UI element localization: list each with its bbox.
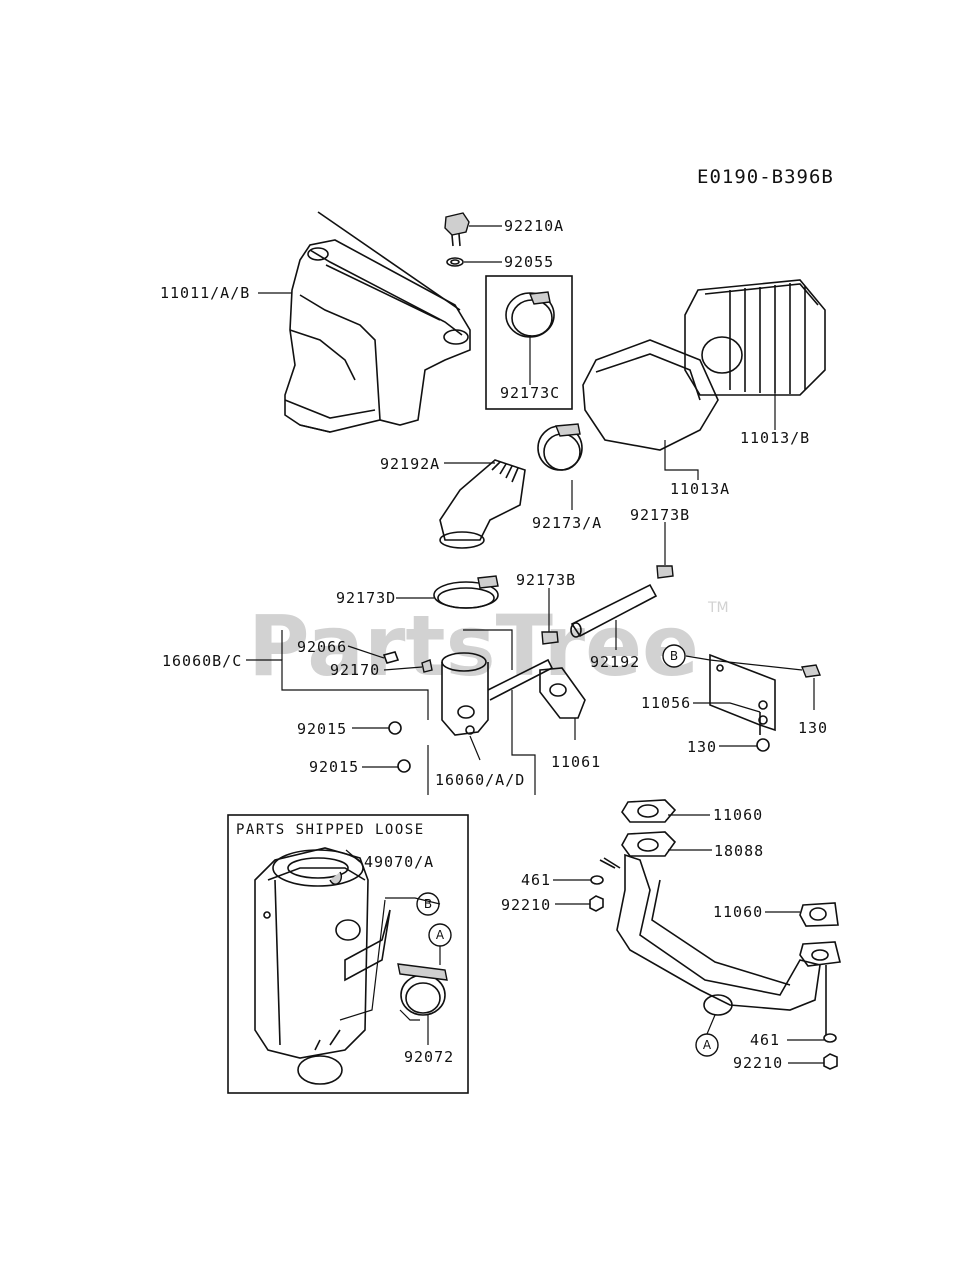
bolt-130-drawing bbox=[756, 664, 821, 752]
label-92173D: 92173D bbox=[336, 589, 396, 607]
label-16060B-C: 16060B/C bbox=[162, 652, 242, 670]
muffler-49070A-drawing bbox=[254, 847, 391, 1085]
label-130-right: 130 bbox=[798, 719, 828, 737]
label-461-bottom: 461 bbox=[750, 1031, 780, 1049]
washer-92055-drawing bbox=[446, 257, 464, 267]
gasket-11060-right-drawing bbox=[799, 902, 839, 927]
nut-92015-drawing bbox=[388, 721, 475, 773]
trademark: TM bbox=[707, 600, 729, 616]
svg-text:B: B bbox=[670, 649, 678, 663]
ref-circle-b-box: B bbox=[416, 892, 440, 916]
leader-lines bbox=[246, 225, 824, 1064]
nut-461-bottom-drawing bbox=[823, 1033, 837, 1043]
svg-text:A: A bbox=[703, 1038, 712, 1052]
label-49070-a: 49070/A bbox=[364, 853, 434, 871]
label-92055: 92055 bbox=[504, 253, 554, 271]
gasket-18088-drawing bbox=[621, 831, 677, 857]
clamp-92173A-drawing bbox=[537, 423, 583, 471]
label-92192A: 92192A bbox=[380, 455, 440, 473]
clamp-92173D-drawing bbox=[433, 575, 499, 609]
label-11060-top: 11060 bbox=[713, 806, 763, 824]
ref-circle-a-pipe: A bbox=[695, 1033, 719, 1057]
label-92066: 92066 bbox=[297, 638, 347, 656]
parts-shipped-loose-box bbox=[227, 814, 469, 1094]
gasket-11060-top-drawing bbox=[621, 799, 677, 823]
pre-cleaner-11013A-drawing bbox=[582, 339, 719, 451]
screw-92210A-drawing bbox=[444, 212, 470, 247]
label-92173B-top: 92173B bbox=[630, 506, 690, 524]
label-11056: 11056 bbox=[641, 694, 691, 712]
label-92170: 92170 bbox=[330, 661, 380, 679]
label-92173C: 92173C bbox=[500, 384, 560, 402]
filter-element-11013B-drawing bbox=[684, 279, 826, 396]
diagram-code: E0190-B396B bbox=[697, 166, 834, 188]
label-11013A: 11013A bbox=[670, 480, 730, 498]
ref-circle-b-right: B bbox=[662, 644, 686, 668]
label-130-left: 130 bbox=[687, 738, 717, 756]
nut-461-top-drawing bbox=[590, 875, 604, 885]
label-92210-bottom: 92210 bbox=[733, 1054, 783, 1072]
exhaust-pipe-drawing bbox=[599, 853, 841, 1035]
label-18088: 18088 bbox=[714, 842, 764, 860]
label-11060-right: 11060 bbox=[713, 903, 763, 921]
label-92015-a: 92015 bbox=[297, 720, 347, 738]
label-92015-b: 92015 bbox=[309, 758, 359, 776]
manifold-16060-drawing bbox=[382, 651, 554, 736]
label-92210-top: 92210 bbox=[501, 896, 551, 914]
hose-92192-drawing bbox=[541, 565, 674, 645]
label-92173B-mid: 92173B bbox=[516, 571, 576, 589]
nut-92210-bottom-drawing bbox=[823, 1053, 838, 1070]
gasket-11061-drawing bbox=[539, 667, 586, 719]
clamp-92173C-drawing bbox=[505, 291, 555, 338]
label-11011-a-b: 11011/A/B bbox=[160, 284, 250, 302]
label-92192: 92192 bbox=[590, 653, 640, 671]
svg-text:A: A bbox=[436, 928, 445, 942]
clamp-92072-drawing bbox=[397, 963, 448, 1016]
ref-circle-a-box: A bbox=[428, 923, 452, 947]
elbow-hose-92192A-drawing bbox=[439, 459, 526, 549]
label-92072: 92072 bbox=[404, 1048, 454, 1066]
bracket-11056-drawing bbox=[709, 653, 776, 735]
air-cleaner-cover-drawing bbox=[284, 211, 471, 433]
label-461-top: 461 bbox=[521, 871, 551, 889]
clamp-92173C-box bbox=[485, 275, 573, 410]
parts-shipped-loose-title: PARTS SHIPPED LOOSE bbox=[236, 822, 425, 838]
label-11013-b: 11013/B bbox=[740, 429, 810, 447]
label-16060-a-d: 16060/A/D bbox=[435, 771, 525, 789]
label-92173-a: 92173/A bbox=[532, 514, 602, 532]
svg-text:B: B bbox=[424, 897, 432, 911]
label-92210A: 92210A bbox=[504, 217, 564, 235]
nut-92210-top-drawing bbox=[589, 895, 604, 912]
label-11061: 11061 bbox=[551, 753, 601, 771]
